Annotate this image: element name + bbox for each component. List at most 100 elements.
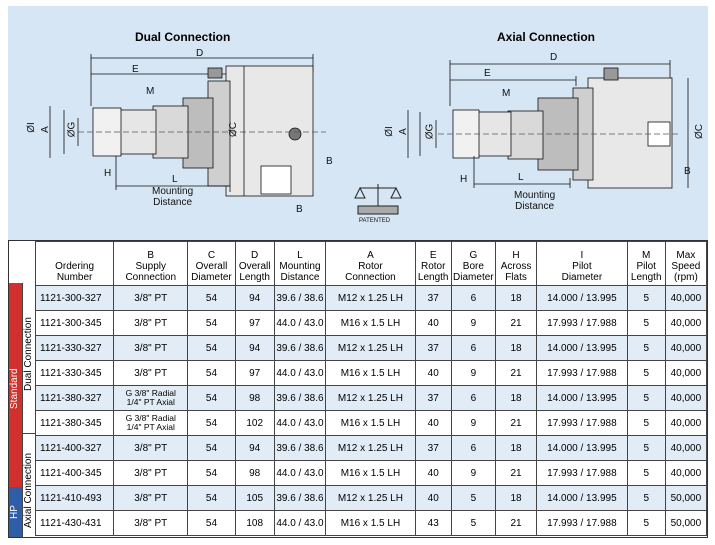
column-header-title: Ordering Number bbox=[55, 261, 95, 283]
table-cell: 5 bbox=[626, 310, 666, 336]
column-header-code: M bbox=[642, 250, 651, 261]
table-cell: 40 bbox=[414, 310, 452, 336]
dim-L-left: L bbox=[172, 174, 178, 185]
column-header-code: B bbox=[147, 250, 155, 261]
table-cell: 21 bbox=[494, 360, 538, 386]
table-cell: M12 x 1.25 LH bbox=[325, 335, 416, 361]
column-header-code: L bbox=[297, 250, 303, 261]
drawing-svg bbox=[49, 54, 689, 215]
table-cell: 14.000 / 13.995 bbox=[536, 285, 628, 311]
table-cell: 5 bbox=[626, 510, 666, 536]
ordering-number-cell: 1121-400-345 bbox=[34, 460, 115, 486]
table-cell: 5 bbox=[626, 435, 666, 461]
table-cell: M12 x 1.25 LH bbox=[325, 485, 416, 511]
table-cell: 9 bbox=[450, 360, 496, 386]
table-cell: 3/8" PT bbox=[113, 310, 189, 336]
column-header-title: Rotor Connection bbox=[345, 261, 396, 283]
table-cell: 17.993 / 17.988 bbox=[536, 510, 628, 536]
dim-G-left: ØG bbox=[66, 121, 78, 138]
table-cell: M16 x 1.5 LH bbox=[325, 310, 416, 336]
dim-I-left: ØI bbox=[25, 122, 37, 133]
table-cell: M12 x 1.25 LH bbox=[325, 435, 416, 461]
table-cell: M16 x 1.5 LH bbox=[325, 460, 416, 486]
table-cell: 9 bbox=[450, 410, 496, 436]
table-cell: 39.6 / 38.6 bbox=[273, 485, 327, 511]
table-cell: 5 bbox=[626, 360, 666, 386]
column-header-title: Mounting Distance bbox=[279, 261, 321, 283]
table-cell: 39.6 / 38.6 bbox=[273, 385, 327, 411]
table-cell: 39.6 / 38.6 bbox=[273, 335, 327, 361]
table-cell: 9 bbox=[450, 310, 496, 336]
table-cell: 18 bbox=[494, 435, 538, 461]
table-cell: 5 bbox=[626, 385, 666, 411]
table-cell: 54 bbox=[187, 335, 236, 361]
table-cell: 98 bbox=[234, 385, 275, 411]
mounting-distance-left: Mounting Distance bbox=[152, 186, 194, 208]
column-header-code: H bbox=[512, 250, 520, 261]
table-cell: 14.000 / 13.995 bbox=[536, 385, 628, 411]
table-cell: 54 bbox=[187, 510, 236, 536]
table-cell: 43 bbox=[414, 510, 452, 536]
table-cell: 3/8" PT bbox=[113, 285, 189, 311]
dim-A-right: A bbox=[397, 128, 409, 135]
table-cell: 3/8" PT bbox=[113, 485, 189, 511]
column-header-title: Overall Diameter bbox=[191, 261, 232, 283]
table-cell: 5 bbox=[450, 485, 496, 511]
table-cell: 54 bbox=[187, 410, 236, 436]
table-cell: 40,000 bbox=[664, 335, 708, 361]
dim-B-left-2: B bbox=[296, 204, 303, 215]
table-cell: M16 x 1.5 LH bbox=[325, 410, 416, 436]
table-cell: 54 bbox=[187, 310, 236, 336]
table-cell: 17.993 / 17.988 bbox=[536, 360, 628, 386]
dim-M-left: M bbox=[146, 86, 155, 97]
column-header-title: Pilot Length bbox=[630, 261, 662, 283]
table-cell: 40,000 bbox=[664, 285, 708, 311]
table-cell: 18 bbox=[494, 335, 538, 361]
table-cell: 3/8" PT bbox=[113, 335, 189, 361]
table-cell: 54 bbox=[187, 285, 236, 311]
axial-connection-title: Axial Connection bbox=[497, 30, 596, 44]
dual-connection-group-label: Dual Connection bbox=[23, 317, 34, 391]
ordering-number-cell: 1121-430-431 bbox=[34, 510, 115, 536]
column-header-title: Rotor Length bbox=[417, 261, 449, 283]
ordering-number-cell: 1121-410-493 bbox=[34, 485, 115, 511]
column-header-title: Speed (rpm) bbox=[671, 261, 701, 283]
table-cell: 21 bbox=[494, 510, 538, 536]
axial-connection-group: Axial Connection bbox=[22, 433, 36, 538]
table-cell: 40 bbox=[414, 360, 452, 386]
ordering-number-cell: 1121-300-345 bbox=[34, 310, 115, 336]
table-cell: 6 bbox=[450, 335, 496, 361]
table-cell: 44.0 / 43.0 bbox=[273, 360, 327, 386]
dim-G-right: ØG bbox=[424, 123, 436, 140]
table-cell: 108 bbox=[234, 510, 275, 536]
dim-E-right: E bbox=[484, 68, 491, 79]
table-cell: 37 bbox=[414, 285, 452, 311]
table-cell: 17.993 / 17.988 bbox=[536, 410, 628, 436]
table-cell: 5 bbox=[626, 485, 666, 511]
dim-H-right: H bbox=[460, 174, 468, 185]
table-cell: 14.000 / 13.995 bbox=[536, 485, 628, 511]
table-cell: G 3/8" Radial 1/4" PT Axial bbox=[113, 410, 189, 436]
table-cell: 18 bbox=[494, 485, 538, 511]
dual-connection-group: Dual Connection bbox=[22, 283, 36, 433]
dim-C-left: ØC bbox=[228, 122, 239, 137]
hp-group-label: HP bbox=[9, 505, 20, 519]
dim-I-right: ØI bbox=[383, 126, 395, 137]
column-header-title: Overall Length bbox=[238, 261, 271, 283]
column-header-title: Pilot Diameter bbox=[561, 261, 603, 283]
column-header-title: Supply Connection bbox=[125, 261, 177, 283]
